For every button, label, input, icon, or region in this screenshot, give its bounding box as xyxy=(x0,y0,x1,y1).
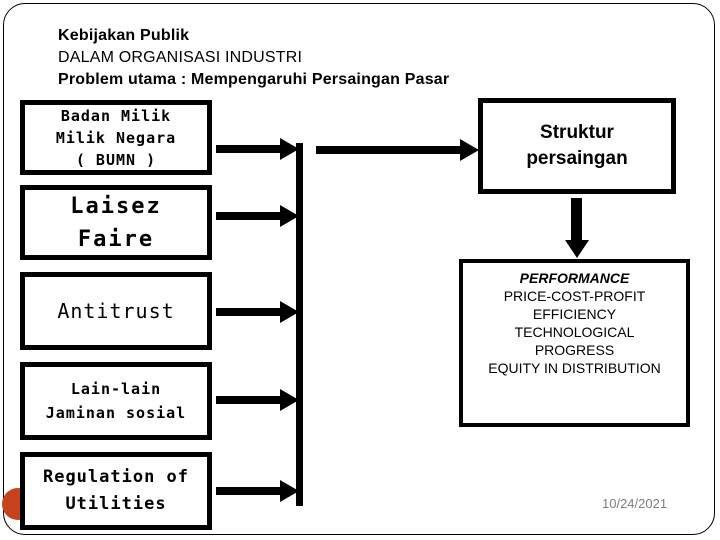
arrow-shaft xyxy=(216,396,282,404)
policy-box-bumn[interactable]: Badan Milik Milik Negara ( BUMN ) xyxy=(20,100,212,175)
policy-box-antitrust-line-1: Antitrust xyxy=(57,299,175,323)
performance-line-1: PRICE-COST-PROFIT xyxy=(503,288,646,304)
policy-box-bumn-line-3: ( BUMN ) xyxy=(75,150,157,169)
struktur-line-2: persaingan xyxy=(526,148,628,169)
performance-line-5: EQUITY IN DISTRIBUTION xyxy=(488,360,661,376)
title-line-1: Kebijakan Publik xyxy=(58,27,190,44)
arrow-head xyxy=(280,301,299,323)
arrow-shaft xyxy=(216,487,282,495)
arrow-shaft xyxy=(571,198,582,242)
policy-box-lainlain-line-1: Lain-lain xyxy=(70,380,162,398)
arrow-head xyxy=(280,138,299,160)
arrow-head xyxy=(280,480,299,502)
vertical-collector-bar xyxy=(296,143,303,506)
arrow-head xyxy=(460,139,479,161)
arrow-head xyxy=(565,240,589,258)
policy-box-regulation-of-utilities[interactable]: Regulation of Utilities xyxy=(20,452,212,530)
slide-title-block: Kebijakan Publik DALAM ORGANISASI INDUST… xyxy=(58,25,528,91)
arrow-shaft xyxy=(216,308,282,316)
policy-box-regulation-line-2: Utilities xyxy=(65,494,167,514)
policy-box-bumn-line-1: Badan Milik xyxy=(60,106,172,125)
arrow-shaft xyxy=(216,145,282,153)
policy-box-lain-lain[interactable]: Lain-lain Jaminan sosial xyxy=(20,362,212,440)
policy-box-laisez-line-1: Laisez xyxy=(70,193,162,219)
arrow-head xyxy=(280,389,299,411)
performance-line-4: PROGRESS xyxy=(534,342,615,358)
policy-box-laisez-line-2: Faire xyxy=(77,226,155,252)
performance-header: PERFORMANCE xyxy=(519,270,630,286)
arrow-shaft xyxy=(216,212,282,220)
struktur-line-1: Struktur xyxy=(540,122,614,143)
title-line-3: Problem utama : Mempengaruhi Persaingan … xyxy=(58,71,450,88)
policy-box-regulation-line-1: Regulation of xyxy=(42,467,190,487)
outcome-box-performance[interactable]: PERFORMANCE PRICE-COST-PROFIT EFFICIENCY… xyxy=(459,259,690,427)
policy-box-bumn-line-2: Milik Negara xyxy=(55,128,177,147)
arrow-head xyxy=(280,205,299,227)
outcome-box-struktur-persaingan[interactable]: Struktur persaingan xyxy=(478,98,676,194)
performance-line-3: TECHNOLOGICAL xyxy=(514,324,635,340)
policy-box-lainlain-line-2: Jaminan sosial xyxy=(45,404,187,422)
arrow-shaft xyxy=(316,146,462,154)
policy-box-antitrust[interactable]: Antitrust xyxy=(20,272,212,350)
slide-date-label: 10/24/2021 xyxy=(602,496,668,511)
performance-line-2: EFFICIENCY xyxy=(532,306,617,322)
title-line-2: DALAM ORGANISASI INDUSTRI xyxy=(58,49,303,66)
policy-box-laisez-faire[interactable]: Laisez Faire xyxy=(20,185,212,260)
